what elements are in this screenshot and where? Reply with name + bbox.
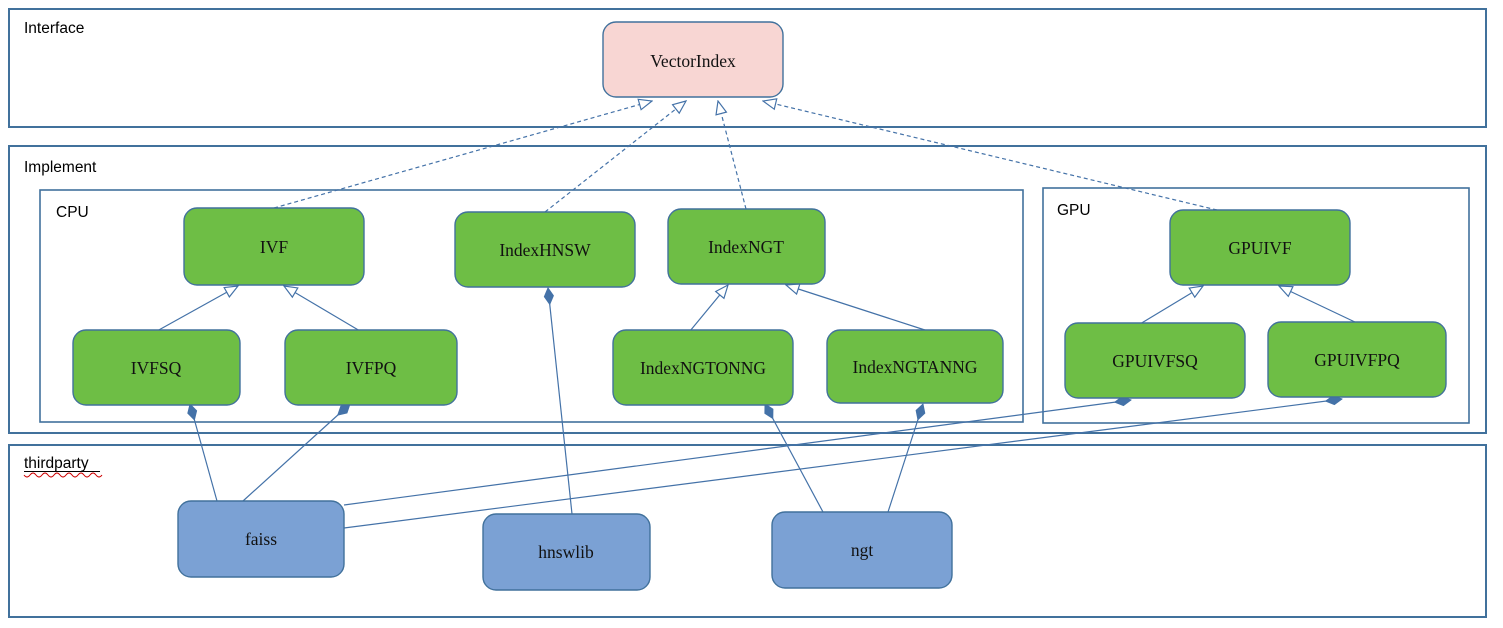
node-ivf-label: IVF: [260, 237, 288, 257]
container-gpu-label: GPU: [1057, 202, 1091, 219]
node-gpuivfsq: [1064, 322, 1246, 399]
container-interface-label: Interface: [24, 20, 84, 37]
edge-indexngtonng-to-indexngt: [689, 285, 728, 332]
edge-gpuivfpq-to-gpuivf: [1279, 286, 1358, 324]
edge-faiss-to-ivfpq: [242, 403, 351, 502]
edge-faiss-to-gpuivfsq: [343, 396, 1132, 506]
edge-faiss-to-gpuivfpq: [343, 394, 1343, 529]
node-hnswlib: [482, 513, 651, 591]
node-gpuivf-label: GPUIVF: [1228, 238, 1291, 258]
edge-indexngtanng-to-indexngt: [786, 285, 929, 332]
node-indexngtanng: [826, 329, 1004, 404]
edge-gpuivf-to-vectorindex: [763, 101, 1218, 211]
node-gpuivfpq-label: GPUIVFPQ: [1314, 350, 1400, 370]
node-indexhnsw: [454, 211, 636, 288]
edge-ngt-to-indexngtanng: [887, 403, 926, 513]
node-gpuivfpq: [1267, 321, 1447, 398]
node-ngt-label: ngt: [851, 540, 874, 560]
node-ivfsq-label: IVFSQ: [131, 358, 182, 378]
edge-ngt-to-indexngtonng: [764, 403, 824, 513]
node-faiss-label: faiss: [245, 529, 277, 549]
edge-faiss-to-ivfsq: [187, 403, 218, 502]
edge-indexhnsw-to-vectorindex: [544, 101, 686, 213]
container-implement-label: Implement: [24, 159, 97, 176]
node-indexngt: [667, 208, 826, 285]
node-ivfsq: [72, 329, 241, 406]
node-indexngt-label: IndexNGT: [708, 237, 784, 257]
node-indexhnsw-label: IndexHNSW: [499, 240, 591, 260]
edge-indexngt-to-vectorindex: [718, 101, 747, 210]
node-indexngtonng-label: IndexNGTONNG: [640, 358, 766, 378]
edge-ivfsq-to-ivf: [156, 286, 238, 332]
edge-ivf-to-vectorindex: [273, 101, 652, 209]
node-indexngtanng-label: IndexNGTANNG: [853, 357, 978, 377]
node-ivf: [183, 207, 365, 286]
node-ivfpq-label: IVFPQ: [346, 358, 397, 378]
node-indexngtonng: [612, 329, 794, 406]
node-gpuivf: [1169, 209, 1351, 286]
node-faiss: [177, 500, 345, 578]
node-gpuivfsq-label: GPUIVFSQ: [1112, 351, 1198, 371]
container-cpu-label: CPU: [56, 204, 89, 221]
node-vectorindex: [602, 21, 784, 98]
node-hnswlib-label: hnswlib: [538, 542, 594, 562]
container-thirdparty-label: thirdparty: [24, 455, 89, 472]
spellcheck-squiggle-icon: [23, 472, 103, 478]
edge-ivfpq-to-ivf: [284, 286, 361, 332]
edge-gpuivfsq-to-gpuivf: [1139, 286, 1203, 325]
edge-hnswlib-to-indexhnsw: [543, 287, 573, 515]
node-ivfpq: [284, 329, 458, 406]
node-vectorindex-label: VectorIndex: [650, 51, 736, 71]
node-ngt: [771, 511, 953, 589]
